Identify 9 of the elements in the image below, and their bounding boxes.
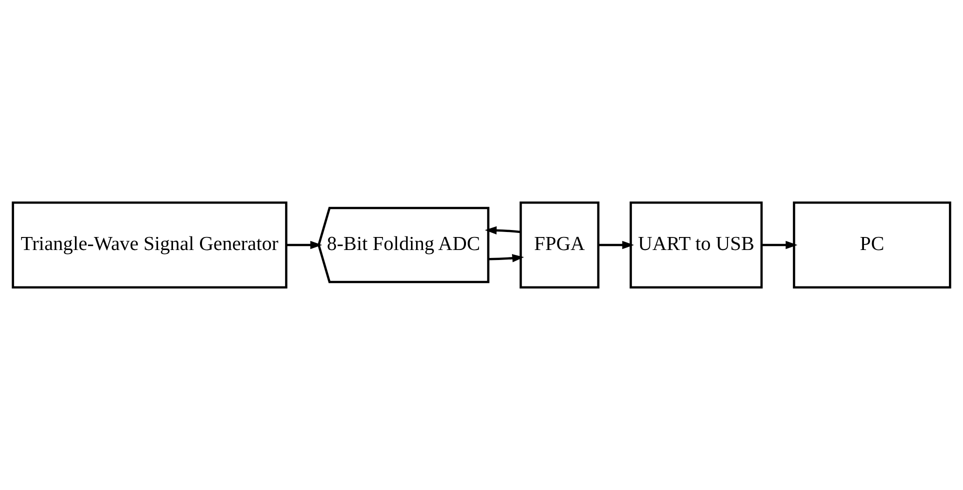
node-box: Triangle-Wave Signal Generator xyxy=(12,201,288,289)
node-box: FPGA xyxy=(520,201,600,289)
arrow xyxy=(286,240,322,250)
node-box: PC xyxy=(792,201,952,289)
arrow xyxy=(762,240,798,250)
arrow xyxy=(488,254,524,262)
arrow xyxy=(484,226,521,234)
node-box: UART to USB xyxy=(630,201,763,289)
arrow xyxy=(598,240,634,250)
